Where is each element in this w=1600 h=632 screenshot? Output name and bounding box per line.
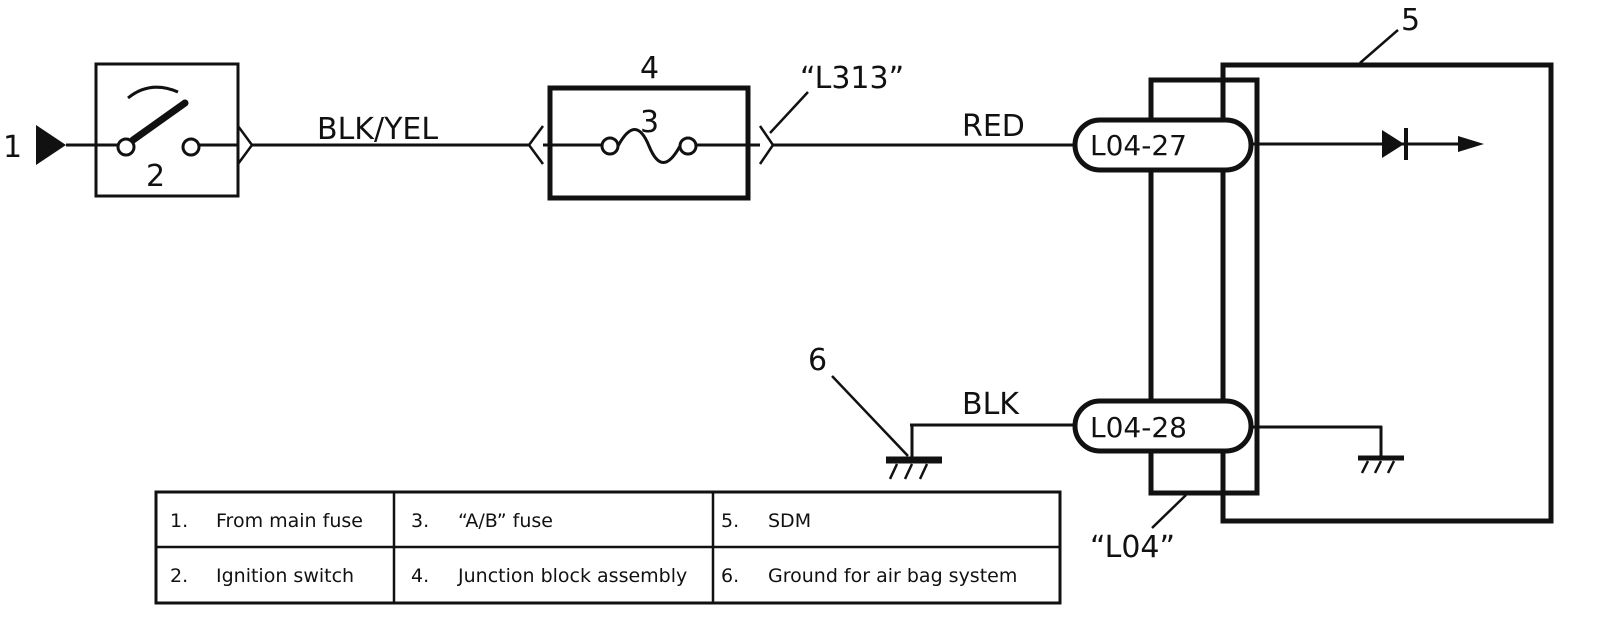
input-arrow-icon (36, 125, 66, 165)
callout-3: 3 (640, 105, 659, 140)
callout-2: 2 (146, 159, 165, 194)
callout-1: 1 (3, 130, 22, 165)
switch-terminal-right (181, 137, 201, 157)
legend-text-2: Ignition switch (216, 565, 354, 587)
signal-arrow-icon (1458, 136, 1484, 152)
legend-text-3: “A/B” fuse (458, 510, 553, 532)
legend-table: 1. From main fuse 3. “A/B” fuse 5. SDM 2… (154, 490, 1062, 605)
sdm-box (1220, 62, 1554, 524)
wire-label-blk: BLK (962, 387, 1020, 422)
legend-text-4: Junction block assembly (457, 565, 687, 587)
fuse-terminal-right (678, 136, 698, 156)
legend-num-2: 2. (170, 565, 188, 587)
diode-icon (1382, 130, 1404, 158)
legend-num-4: 4. (411, 565, 429, 587)
connector-l04-body (1148, 77, 1260, 496)
switch-actuator-arc (127, 85, 179, 100)
pin-label-l04-28: L04-28 (1090, 411, 1187, 444)
callout-5: 5 (1401, 3, 1420, 38)
legend-num-3: 3. (411, 510, 429, 532)
pin-label-l04-27: L04-27 (1090, 129, 1187, 162)
legend-text-6: Ground for air bag system (768, 565, 1017, 587)
switch-connector-mark (236, 125, 254, 165)
sdm-ground-icon (1358, 455, 1404, 474)
ground-6-icon (886, 456, 942, 480)
legend-num-6: 6. (721, 565, 739, 587)
l313-leader-line (769, 91, 809, 134)
switch-blade (129, 99, 189, 144)
ground-6-leader-line (831, 375, 909, 457)
connector-label-l313: “L313” (800, 61, 904, 96)
legend-num-1: 1. (170, 510, 188, 532)
junction-block-box (547, 85, 751, 201)
fuse-icon (616, 128, 682, 164)
callout-6: 6 (808, 343, 827, 378)
junction-input-connector-mark (527, 125, 545, 165)
callout-4: 4 (640, 51, 659, 86)
legend-num-5: 5. (721, 510, 739, 532)
legend-text-5: SDM (768, 510, 811, 532)
legend-text-1: From main fuse (216, 510, 363, 532)
ignition-switch-box (94, 62, 240, 198)
fuse-terminal-left (600, 136, 620, 156)
wire-label-red: RED (962, 109, 1025, 144)
switch-terminal-left (116, 137, 136, 157)
wire-label-blk-yel: BLK/YEL (317, 112, 438, 147)
connector-label-l04: “L04” (1090, 530, 1175, 565)
sdm-leader-line (1359, 29, 1399, 64)
l04-leader-line (1151, 494, 1187, 529)
